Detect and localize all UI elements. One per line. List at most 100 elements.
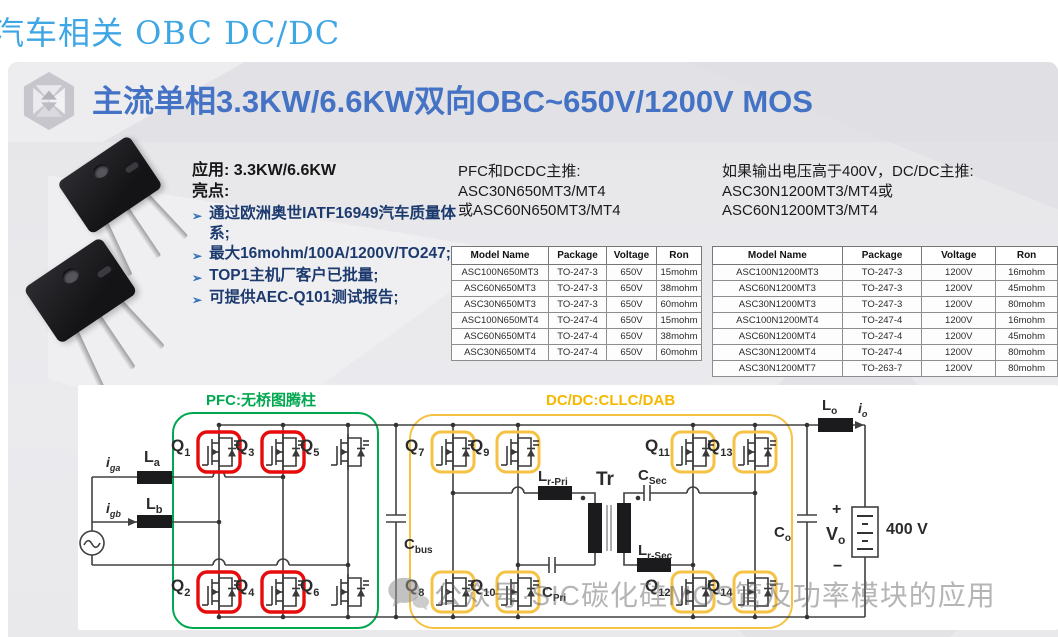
highlight-bullet: ➢ 通过欧洲奥世IATF16949汽车质量体系; [192, 204, 458, 244]
table-cell: 650V [606, 264, 657, 281]
mosfet-q4: Q4 [235, 570, 306, 614]
page-title: 汽车相关 OBC DC/DC [0, 14, 341, 52]
inductor-lb [137, 515, 172, 528]
mosfet-q11: Q11 [645, 430, 716, 474]
gold-highlight-box [732, 430, 778, 474]
pfc-region-label: PFC:无桥图腾柱 [206, 391, 316, 409]
junction-dots [216, 422, 810, 620]
promo-line: PFC和DCDC主推: [458, 163, 581, 180]
promo-line: 如果输出电压高于400V，DC/DC主推: [722, 163, 974, 180]
bullet-arrow-icon: ➢ [192, 209, 203, 223]
gold-highlight-box [670, 570, 716, 614]
device-label: Q7 [405, 436, 424, 459]
table-cell: 38mohm [656, 280, 702, 297]
column-header: Voltage [606, 246, 657, 265]
gold-highlight-box [670, 430, 716, 474]
dcdc-region-outline [409, 414, 793, 629]
device-label: Q5 [300, 436, 319, 459]
bullet-text: 通过欧洲奥世IATF16949汽车质量体系; [209, 205, 456, 242]
device-label: Q4 [235, 576, 255, 599]
component-label-cpri: CPri [542, 584, 566, 604]
table-cell: 1200V [921, 264, 997, 281]
device-label: Q6 [300, 576, 319, 599]
gold-highlight-box [732, 570, 778, 614]
table-cell: ASC30N650MT4 [451, 344, 549, 361]
column-header: Package [841, 246, 923, 265]
table-cell: ASC60N1200MT4 [712, 328, 843, 345]
table-cell: ASC100N1200MT4 [712, 312, 843, 329]
component-label-minus: − [833, 558, 842, 575]
table-cell: 650V [606, 280, 657, 297]
device-label: Q12 [645, 576, 670, 599]
table-cell: ASC60N1200MT3 [712, 280, 843, 297]
component-label-co: Co [774, 524, 791, 544]
mosfet-q14: Q14 [707, 570, 778, 614]
table-cell: TO-247-3 [548, 280, 607, 297]
component-label-cbus: Cbus [404, 536, 433, 556]
table-cell: TO-247-3 [548, 296, 607, 313]
component-label-lo: Lo [822, 397, 837, 417]
table-cell: 1200V [921, 344, 997, 361]
battery-400v [851, 506, 879, 558]
column-header: Ron [995, 246, 1058, 265]
gold-highlight-box [495, 570, 541, 614]
table-cell: ASC60N650MT3 [451, 280, 549, 297]
inductor-la [137, 471, 172, 484]
table-cell: 1200V [921, 296, 997, 313]
promo-line: 或ASC60N650MT3/MT4 [458, 202, 621, 219]
component-label-lrpri: Lr-Pri [538, 468, 568, 488]
inductor-lr-sec [637, 558, 671, 572]
bullet-text: 可提供AEC-Q101测试报告; [209, 289, 399, 306]
package-hole [59, 265, 82, 287]
bullet-text: TOP1主机厂客户已批量; [209, 267, 379, 284]
promo-line: ASC30N1200MT3/MT4或 [722, 182, 893, 200]
package-leg [94, 312, 136, 371]
mosfet-q8: Q8 [405, 570, 476, 614]
table-cell: 80mohm [995, 360, 1058, 377]
table-cell: TO-247-4 [548, 344, 607, 361]
device-label: Q3 [235, 436, 254, 459]
device-label: Q2 [171, 576, 190, 599]
promo-line: ASC30N650MT3/MT4 [458, 182, 606, 200]
mosfet-q1: Q1 [171, 430, 242, 474]
mosfet-q2: Q2 [171, 570, 242, 614]
table-cell: ASC30N1200MT4 [712, 344, 843, 361]
table-cell: TO-263-7 [841, 360, 923, 377]
device-label: Q14 [707, 576, 733, 599]
dcdc-region-label: DC/DC:CLLC/DAB [546, 392, 675, 409]
component-label-lb: Lb [146, 496, 163, 516]
table-cell: TO-247-4 [841, 328, 923, 345]
component-label-iga: iga [106, 454, 120, 473]
device-label: Q8 [405, 576, 424, 599]
inductor-lo [818, 418, 853, 432]
table-cell: 60mohm [656, 344, 702, 361]
bullet-arrow-icon: ➢ [192, 293, 203, 307]
mosfet-q6: Q6 [300, 573, 370, 611]
table-cell: ASC30N650MT3 [451, 296, 549, 313]
package-notch [96, 264, 113, 279]
table-cell: 650V [606, 328, 657, 345]
table-cell: 38mohm [656, 328, 702, 345]
column-header: Ron [656, 246, 702, 265]
table-cell: 1200V [921, 328, 997, 345]
table-cell: 80mohm [995, 296, 1058, 313]
highlights-line: 亮点: [192, 183, 230, 200]
promo-line: ASC60N1200MT3/MT4 [722, 202, 878, 219]
table-cell: ASC30N1200MT3 [712, 296, 843, 313]
highlight-bullet: ➢ TOP1主机厂客户已批量; [192, 266, 458, 288]
highlight-bullet: ➢最大16mohm/100A/1200V/TO247; [192, 244, 458, 266]
bullet-text: 最大16mohm/100A/1200V/TO247; [209, 245, 451, 262]
bullet-arrow-icon: ➢ [192, 271, 203, 285]
table-cell: TO-247-4 [841, 344, 923, 361]
table-cell: 650V [606, 296, 657, 313]
table-cell: 1200V [921, 312, 997, 329]
column-header: Model Name [712, 246, 843, 265]
